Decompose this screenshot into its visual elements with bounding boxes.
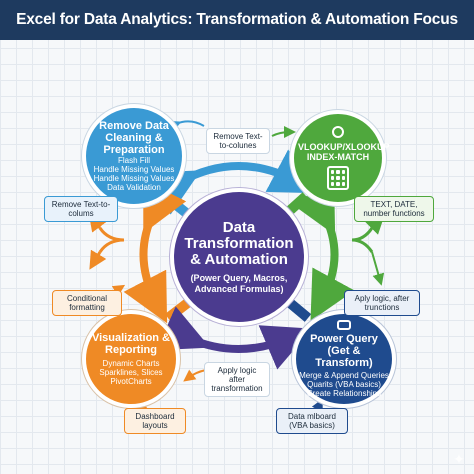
- arc-left: [123, 179, 187, 324]
- node-power-query: Power Query (Get & Transform) Merge & Ap…: [292, 310, 396, 408]
- thin-right-fork-b: [371, 251, 385, 286]
- label-bottom-connector: Apply logic after transformation: [204, 362, 270, 397]
- page-title: Excel for Data Analytics: Transformation…: [0, 0, 474, 40]
- node-data-cleaning-title: Remove Data Cleaning & Preparation: [99, 120, 169, 156]
- label-top-connector: Remove Text-to-colunes: [206, 128, 270, 154]
- thin-left-fork-b: [89, 249, 107, 270]
- node-lookup: VLOOKUP/XLOOKUP INDEX-MATCH: [290, 110, 390, 206]
- label-left-top: Remove Text-to-colums: [44, 196, 118, 222]
- thin-right-fork: [351, 227, 374, 253]
- label-left-mid: Conditional formatting: [52, 290, 122, 316]
- node-power-query-item: Quarits (VBA basics): [307, 380, 381, 389]
- center-title: Data Transformation & Automation: [184, 218, 294, 268]
- node-data-cleaning-item: Handle Missing Values: [93, 165, 175, 174]
- arc-right: [291, 181, 355, 322]
- node-data-cleaning-item: Handle Missing Values: [93, 174, 175, 183]
- label-bottom-left: Dashboard layouts: [124, 408, 186, 434]
- thin-left-fork: [98, 227, 125, 253]
- arc-bottom: [156, 306, 313, 370]
- node-data-cleaning: Remove Data Cleaning & Preparation Flash…: [82, 104, 186, 208]
- robot-icon: [337, 320, 351, 330]
- node-lookup-title: VLOOKUP/XLOOKUP INDEX-MATCH: [298, 142, 390, 162]
- center-subtitle: (Power Query, Macros, Advanced Formulas): [190, 272, 288, 294]
- thin-right-fork-a: [365, 215, 385, 235]
- label-right-top: TEXT, DATE, number functions: [354, 196, 434, 222]
- sparkle-icon: ✦: [453, 451, 465, 467]
- label-right-mid: Aply logic, after trunctions: [344, 290, 420, 316]
- arc-top: [147, 149, 320, 215]
- node-power-query-title: Power Query (Get & Transform): [310, 333, 378, 369]
- node-visualization-item: PivotCharts: [110, 377, 152, 386]
- node-data-cleaning-item: Flash Fill: [117, 156, 150, 165]
- node-data-cleaning-item: Data Validation: [107, 183, 161, 192]
- node-visualization-item: Sparklines, Slices: [99, 368, 163, 377]
- node-visualization: Visualization & Reporting Dynamic Charts…: [82, 310, 180, 408]
- spreadsheet-icon: [327, 166, 349, 190]
- thin-top-left: [168, 120, 205, 132]
- lightbulb-icon: [332, 126, 344, 138]
- node-visualization-title: Visualization & Reporting: [91, 332, 171, 356]
- node-center: Data Transformation & Automation (Power …: [170, 188, 308, 326]
- label-bottom-right: Data mlboard (VBA basics): [276, 408, 348, 434]
- node-visualization-item: Dynamic Charts: [102, 359, 160, 368]
- thin-top-right: [271, 126, 296, 139]
- node-power-query-item: Merge & Append Queries: [299, 371, 389, 380]
- node-power-query-item: Create Relationships: [306, 389, 382, 398]
